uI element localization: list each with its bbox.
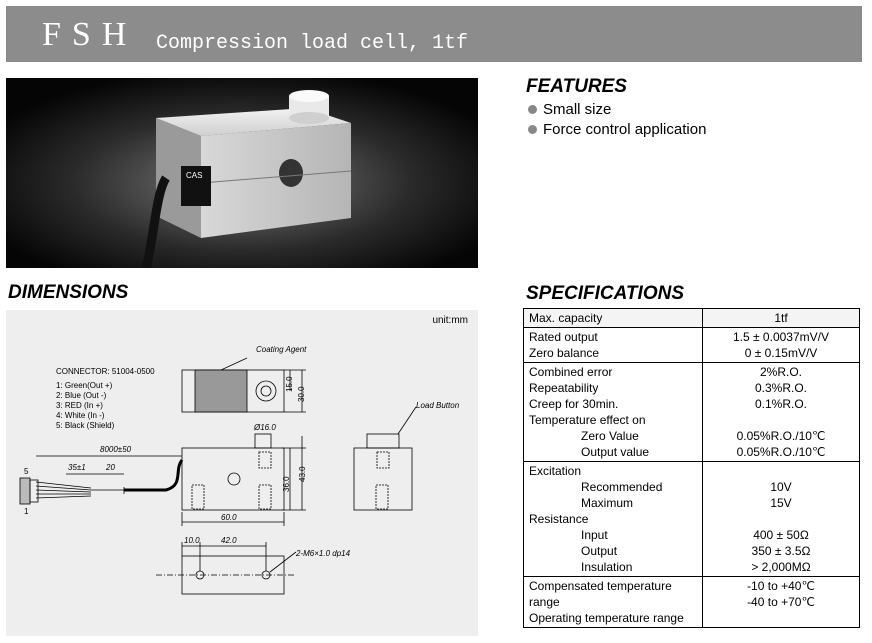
- dim-43: 43.0: [298, 466, 307, 482]
- product-photo: CAS: [6, 78, 478, 268]
- product-subtitle: Compression load cell, 1tf: [156, 32, 469, 55]
- dim-10: 10.0: [184, 536, 200, 545]
- unit-label: unit:mm: [432, 315, 468, 326]
- hole-spec-label: 2-M6×1.0 dp14: [295, 549, 351, 558]
- dim-diameter: Ø16.0: [253, 423, 276, 432]
- spec-values: 2%R.O. 0.3%R.O. 0.1%R.O. 0.05%R.O./10℃ 0…: [702, 362, 860, 462]
- spec-labels: Compensated temperature range Operating …: [523, 576, 703, 628]
- features-list: Small size Force control application: [526, 100, 706, 140]
- spec-values: 1tf: [702, 308, 860, 328]
- dim-35: 35±1: [68, 463, 86, 472]
- specifications-title: SPECIFICATIONS: [526, 283, 684, 304]
- model-name: FSH: [42, 16, 138, 53]
- dimension-drawing: unit:mm CONNECTOR: 51004-0500 1: Green(O…: [6, 310, 478, 636]
- spec-labels: Max. capacity: [523, 308, 703, 328]
- bullet-icon: [528, 125, 537, 135]
- dim-60: 60.0: [221, 513, 237, 522]
- pin-label: 4: White (In -): [56, 411, 105, 420]
- spec-values: 1.5 ± 0.0037mV/V 0 ± 0.15mV/V: [702, 327, 860, 363]
- dim-cable-length: 8000±50: [100, 445, 132, 454]
- spec-group: Max. capacity 1tf: [523, 308, 860, 328]
- dim-36: 36.0: [282, 476, 291, 492]
- spec-labels: Combined error Repeatability Creep for 3…: [523, 362, 703, 462]
- dimensions-title: DIMENSIONS: [8, 282, 129, 303]
- bullet-icon: [528, 105, 537, 115]
- connector-label: CONNECTOR: 51004-0500: [56, 367, 155, 376]
- feature-item: Force control application: [526, 120, 706, 140]
- technical-drawing: CONNECTOR: 51004-0500 1: Green(Out +) 2:…: [19, 345, 460, 595]
- spec-group: Excitation Recommended Maximum Resistanc…: [523, 461, 860, 577]
- brand-logo-text: CAS: [186, 171, 202, 180]
- spec-labels: Rated output Zero balance: [523, 327, 703, 363]
- dim-15: 15.0: [285, 376, 294, 392]
- header-banner: FSH Compression load cell, 1tf: [6, 6, 862, 62]
- spec-group: Combined error Repeatability Creep for 3…: [523, 362, 860, 462]
- pin-label: 2: Blue (Out -): [56, 391, 107, 400]
- spec-group: Rated output Zero balance 1.5 ± 0.0037mV…: [523, 327, 860, 363]
- pin-label: 1: Green(Out +): [56, 381, 113, 390]
- load-button-label: Load Button: [416, 401, 460, 410]
- pin-number-5: 5: [24, 467, 29, 476]
- pin-label: 3: RED (In +): [56, 401, 103, 410]
- spec-values: -10 to +40℃ -40 to +70℃: [702, 576, 860, 628]
- dim-20: 20: [105, 463, 115, 472]
- spec-labels: Excitation Recommended Maximum Resistanc…: [523, 461, 703, 577]
- pin-label: 5: Black (Shield): [56, 421, 115, 430]
- features-title: FEATURES: [526, 76, 627, 97]
- pin-number-1: 1: [24, 507, 29, 516]
- coating-agent-label: Coating Agent: [256, 345, 307, 354]
- specifications-table: Max. capacity 1tf Rated output Zero bala…: [523, 308, 860, 628]
- spec-values: 10V 15V 400 ± 50Ω 350 ± 3.5Ω > 2,000MΩ: [702, 461, 860, 577]
- dim-42: 42.0: [221, 536, 237, 545]
- dim-30: 30.0: [297, 386, 306, 402]
- load-cell-photo-illustration: CAS: [6, 78, 478, 268]
- spec-group: Compensated temperature range Operating …: [523, 576, 860, 628]
- feature-item: Small size: [526, 100, 706, 120]
